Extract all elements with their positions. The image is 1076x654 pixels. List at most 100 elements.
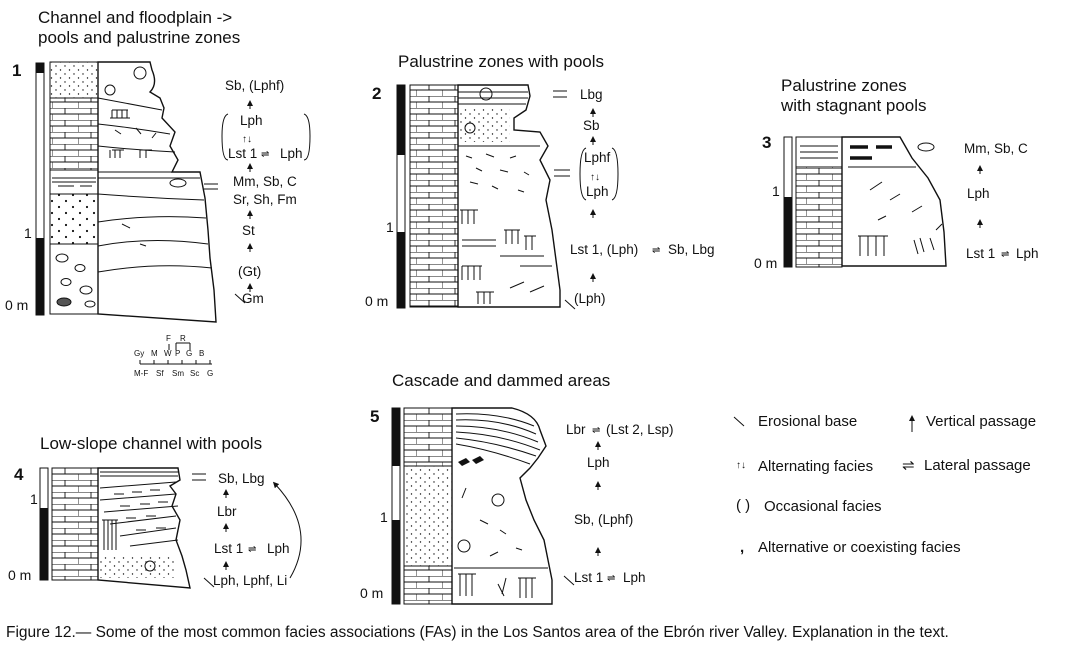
section-4-facies-lph: Lph <box>267 541 290 556</box>
section-3-leaf-fossil <box>917 142 935 152</box>
section-5-gastropod <box>491 493 505 507</box>
section-4-root-marks <box>102 519 118 550</box>
grain-scale-axis <box>139 360 212 365</box>
section-4-scale-1: 1 <box>30 491 38 507</box>
grain-scale-w: W <box>164 349 172 358</box>
section-2-scale-fill <box>397 232 405 308</box>
erosional-base-icon <box>234 293 246 304</box>
section-4-limestone-column <box>51 467 99 581</box>
section-2-facies-sb: Sb <box>583 118 600 133</box>
section-2-facies-lbg: Lbg <box>580 87 603 102</box>
section-4: Low-slope channel with pools 4 1 0 m Sb,… <box>8 434 302 589</box>
section-1-facies-gt: (Gt) <box>238 264 261 279</box>
section-1-gastropod <box>133 66 147 80</box>
erosional-base-icon <box>203 577 215 588</box>
grain-scale-bracket <box>168 342 191 350</box>
section-1-clast <box>84 300 96 308</box>
section-5-facies-lst2-lsp: (Lst 2, Lsp) <box>606 422 674 437</box>
section-3-mud-lamination <box>800 145 838 159</box>
section-4-title: Low-slope channel with pools <box>40 434 262 453</box>
section-4-breccia-bedding <box>99 481 179 547</box>
equivalence-sign <box>204 183 218 190</box>
legend-alternative-facies: Alternative or coexisting facies <box>758 539 961 556</box>
section-1-scale-1: 1 <box>24 225 32 241</box>
section-3-facies-mm-sb-c: Mm, Sb, C <box>964 141 1028 156</box>
section-1: Channel and floodplain -> pools and palu… <box>5 8 311 323</box>
grain-scale-b: B <box>199 349 204 358</box>
grain-size-scale: F R Gy M W P G B M-F Sf Sm Sc G <box>134 334 213 378</box>
section-2-bracket-right <box>611 147 619 201</box>
section-2-profile <box>457 84 561 308</box>
section-5-scale-top <box>392 408 400 466</box>
section-3-scale-1: 1 <box>772 183 780 199</box>
section-1-facies-st: St <box>242 223 255 238</box>
alternating-facies-icon: ↑↓ <box>590 172 600 183</box>
section-2-gastropod <box>464 122 476 134</box>
section-3-organic-layers <box>850 145 892 160</box>
figure-caption: Figure 12.— Some of the most common faci… <box>6 624 949 641</box>
section-5-facies-lst1: Lst 1 <box>574 570 603 585</box>
coexisting-facies-symbol: , <box>740 539 744 556</box>
section-5-lower-limestone <box>403 565 453 605</box>
section-5-sand-unit <box>403 465 453 567</box>
section-2-scale-1: 1 <box>386 219 394 235</box>
alternating-facies-icon: ↑↓ <box>242 134 252 145</box>
legend-lateral-passage: Lateral passage <box>924 457 1031 474</box>
section-4-scale-0: 0 m <box>8 567 31 583</box>
section-3-title-line-2: with stagnant pools <box>780 96 927 115</box>
section-3-limestone-unit <box>795 166 843 268</box>
section-2-root-marks <box>476 281 545 304</box>
section-4-facies-lph-lphf-li: Lph, Lphf, Li <box>213 573 287 588</box>
legend-vertical-passage: Vertical passage <box>926 413 1036 430</box>
section-1-clast <box>74 264 86 272</box>
section-1-scale-0: 0 m <box>5 297 28 313</box>
section-2-intraclasts <box>458 145 540 193</box>
section-1-scale-cap <box>36 63 44 73</box>
lateral-passage-icon: ⇌ <box>592 425 600 436</box>
legend-occasional-facies: Occasional facies <box>764 498 882 515</box>
lateral-passage-icon: ⇌ <box>261 149 269 160</box>
erosional-base-icon <box>563 575 575 586</box>
section-1-bracket-left <box>221 113 229 161</box>
section-5-upper-limestone <box>403 407 453 467</box>
section-2-scale-top <box>397 85 405 155</box>
section-1-title-line-1: Channel and floodplain -> <box>38 8 232 27</box>
section-2: Palustrine zones with pools 2 1 0 m Lbg … <box>365 52 715 310</box>
section-1-limestone-unit <box>49 97 99 171</box>
section-3-facies-lst1: Lst 1 <box>966 246 995 261</box>
section-5-bioclasts <box>461 487 523 557</box>
lateral-passage-icon: ⇌ <box>607 573 615 584</box>
section-2-scale-0: 0 m <box>365 293 388 309</box>
lateral-passage-icon: ⇌ <box>902 457 915 474</box>
section-2-facies-lph: Lph <box>586 184 609 199</box>
equivalence-sign <box>553 90 567 98</box>
grain-scale-sc: Sc <box>190 369 199 378</box>
section-1-sand-unit <box>49 61 99 99</box>
section-1-root-marks <box>110 109 130 119</box>
grain-scale-m: M <box>151 349 158 358</box>
section-1-facies-lph: Lph <box>240 113 263 128</box>
legend-alternating-facies: Alternating facies <box>758 458 873 475</box>
section-4-gastropod <box>144 560 156 572</box>
legend: Erosional base Vertical passage ↑↓ Alter… <box>733 413 1036 556</box>
grain-scale-sm: Sm <box>172 369 184 378</box>
section-1-clast <box>79 285 93 295</box>
section-1-mud-lamination <box>52 177 96 187</box>
section-1-scale-fill <box>36 238 44 315</box>
section-1-leaf-fossil <box>169 178 187 188</box>
section-2-bracket-left <box>579 147 587 201</box>
grain-scale-f: F <box>166 334 171 343</box>
section-5-clasts <box>458 456 484 466</box>
section-2-facies-lph-occ: (Lph) <box>574 291 606 306</box>
section-2-limestone-column <box>409 84 459 308</box>
equivalence-sign <box>192 473 206 481</box>
section-2-title: Palustrine zones with pools <box>398 52 604 71</box>
section-1-gravel-unit <box>49 193 99 245</box>
section-1-clast <box>56 297 72 307</box>
section-3-facies-lph-2: Lph <box>1016 246 1039 261</box>
lateral-passage-icon: ⇌ <box>248 544 256 555</box>
section-4-lamination <box>100 471 178 477</box>
section-4-scale-fill <box>40 508 48 580</box>
section-5-gastropod <box>457 539 471 553</box>
